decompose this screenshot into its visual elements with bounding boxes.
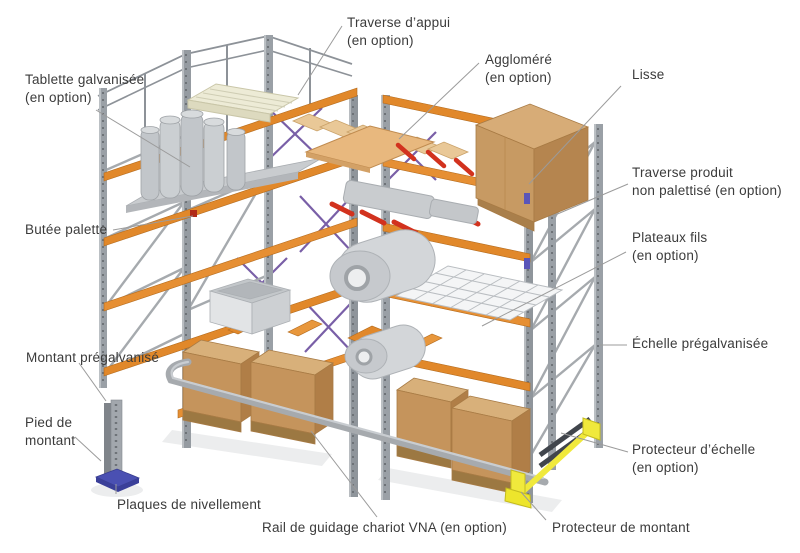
paper-roll-small bbox=[344, 324, 426, 380]
label-protecteur-montant: Protecteur de montant bbox=[552, 520, 690, 535]
paper-roll-large bbox=[329, 229, 436, 303]
label-echelle-pregalvanisee: Échelle prégalvanisée bbox=[632, 336, 769, 351]
pallet-stop bbox=[190, 210, 197, 217]
label-plateaux-fils: Plateaux fils (en option) bbox=[632, 230, 708, 263]
beam-clips bbox=[524, 193, 530, 269]
label-protecteur-echelle: Protecteur d’échelle (en option) bbox=[632, 442, 756, 475]
isolated-upright bbox=[94, 399, 141, 492]
cardboard-box-top bbox=[474, 103, 590, 232]
label-agglomere: Aggloméré (en option) bbox=[485, 52, 553, 85]
ground-boxes bbox=[181, 339, 532, 494]
vna-guide-rail bbox=[165, 358, 549, 486]
label-lisse: Lisse bbox=[632, 67, 665, 82]
label-traverse-appui: Traverse d’appui (en option) bbox=[347, 15, 451, 48]
label-plaques-de-nivellement: Plaques de nivellement bbox=[117, 497, 261, 512]
wooden-pallet bbox=[186, 83, 300, 123]
label-tablette-galvanisee: Tablette galvanisée (en option) bbox=[25, 72, 145, 105]
label-pied-de-montant: Pied de montant bbox=[25, 415, 76, 448]
leader-lines bbox=[74, 25, 629, 521]
label-rail-guidage-vna: Rail de guidage chariot VNA (en option) bbox=[262, 520, 507, 535]
box-pallet-2 bbox=[249, 349, 335, 445]
label-butee-palette: Butée palette bbox=[25, 222, 108, 237]
cylinders-on-shelf bbox=[140, 109, 246, 201]
gray-slab-products bbox=[342, 179, 479, 225]
plastic-bin bbox=[208, 278, 292, 335]
label-traverse-produit: Traverse produit non palettisé (en optio… bbox=[632, 165, 782, 198]
label-montant-pregalvanise: Montant prégalvanisé bbox=[26, 350, 160, 365]
